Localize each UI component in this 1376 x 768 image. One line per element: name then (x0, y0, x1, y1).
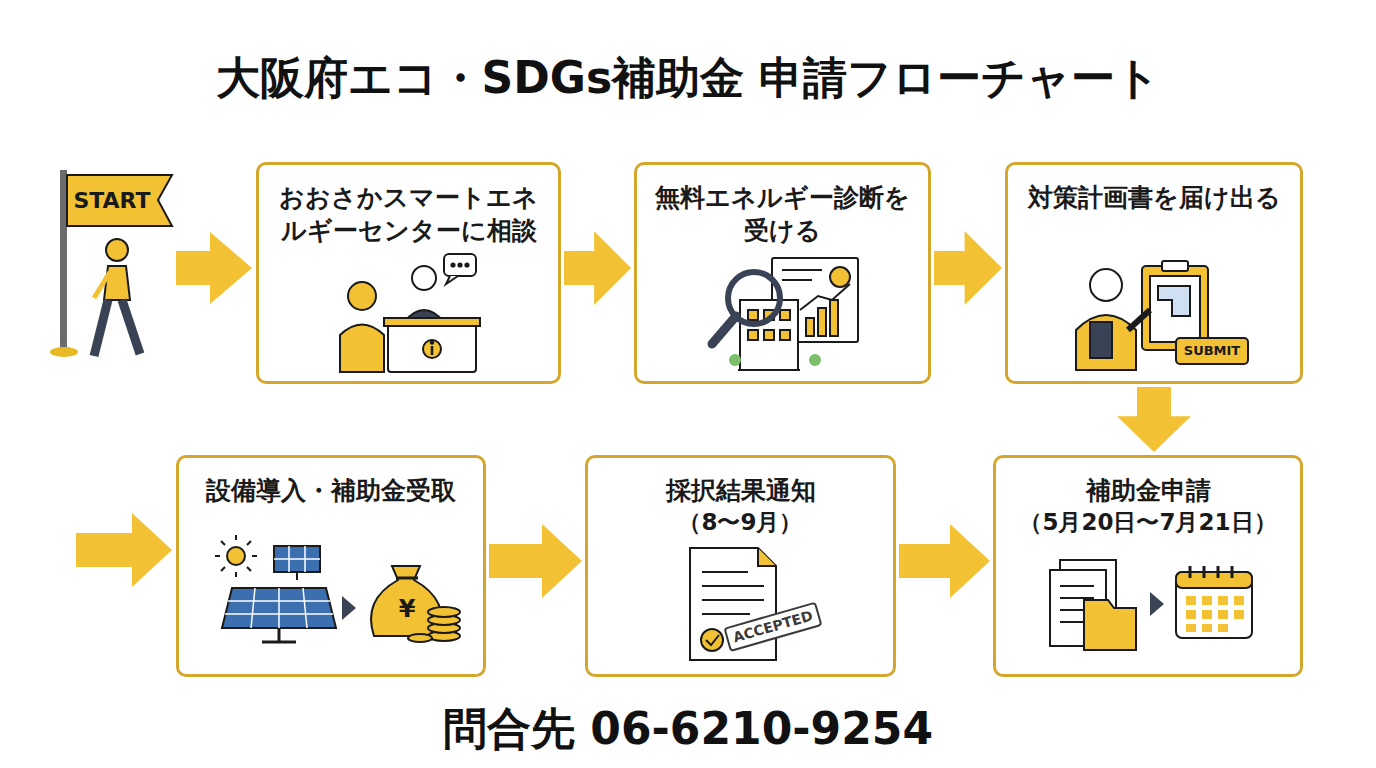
consultation-icon (340, 254, 480, 372)
badge-text: SUBMIT (1184, 344, 1240, 358)
step-period: （8〜9月） (588, 507, 893, 537)
flow-arrow (899, 524, 990, 598)
diagnosis-icon (712, 258, 858, 370)
submit-plan-icon (1076, 261, 1248, 370)
flag-text: START (73, 189, 150, 213)
process-box: 対策計画書を届け出る (1005, 162, 1303, 384)
process-box: 補助金申請（5月20日〜7月21日） (993, 455, 1303, 677)
step-period: （5月20日〜7月21日） (996, 507, 1300, 537)
flow-arrow (934, 231, 1002, 305)
process-box: 無料エネルギー診断を受ける (634, 162, 931, 384)
start-flag (50, 170, 172, 357)
contact-line: 問合先 06-6210-9254 (443, 705, 933, 753)
process-box: 設備導入・補助金受取 (176, 455, 486, 677)
solar-money-icon (215, 535, 460, 642)
currency-symbol: ¥ (399, 596, 416, 622)
step-label: 補助金申請 (996, 474, 1300, 507)
step-label: 無料エネルギー診断を受ける (637, 181, 928, 247)
entry-arrow (76, 513, 172, 587)
flow-arrow (489, 524, 582, 598)
flow-arrow (1117, 387, 1191, 452)
chart-title: 大阪府エコ・SDGs補助金 申請フローチャート (0, 52, 1376, 105)
application-icon (1050, 560, 1252, 650)
step-label: 設備導入・補助金受取 (179, 474, 483, 507)
process-box: おおさかスマートエネルギーセンターに相談 (256, 162, 561, 384)
flow-arrow (564, 231, 631, 305)
walking-person (94, 239, 140, 356)
start-arrow (176, 232, 252, 304)
step-label: 対策計画書を届け出る (1008, 181, 1300, 214)
step-label: おおさかスマートエネルギーセンターに相談 (259, 181, 558, 247)
step-label: 採択結果通知 (588, 474, 893, 507)
